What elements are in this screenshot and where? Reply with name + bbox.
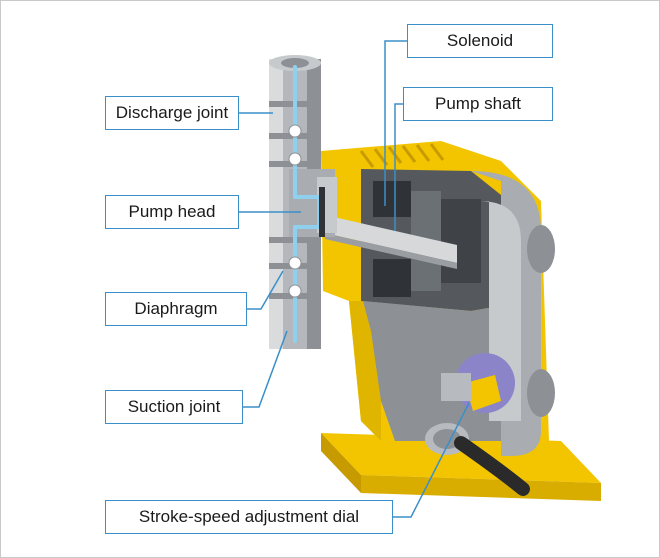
stroke-speed-dial-label: Stroke-speed adjustment dial	[105, 500, 393, 534]
suction-joint-label: Suction joint	[105, 390, 243, 424]
pump-head-label: Pump head	[105, 195, 239, 229]
diaphragm-label: Diaphragm	[105, 292, 247, 326]
pump-housing	[321, 141, 555, 496]
pump-head-assembly	[269, 55, 337, 349]
solenoid-label: Solenoid	[407, 24, 553, 58]
leader-lines	[237, 40, 470, 518]
discharge-joint-label: Discharge joint	[105, 96, 239, 130]
pump-shaft-label: Pump shaft	[403, 87, 553, 121]
